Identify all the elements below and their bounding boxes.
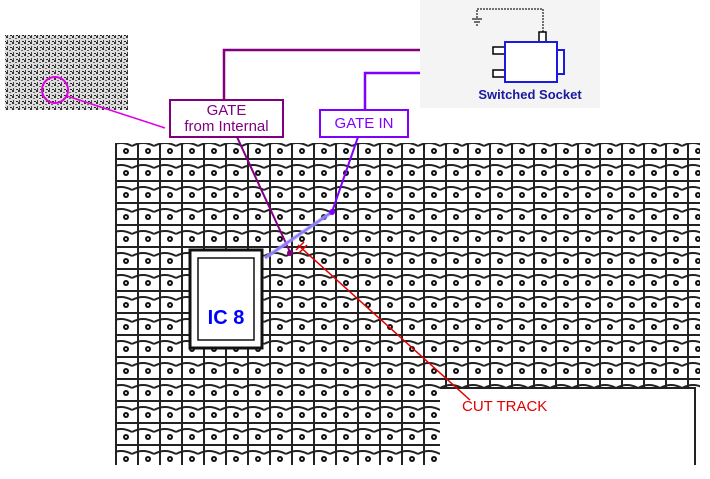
gate-in-label: GATE IN <box>334 115 394 132</box>
switched-socket <box>420 0 600 108</box>
highlight-pointer <box>66 95 166 129</box>
ic8-label: IC 8 <box>207 307 245 329</box>
highlight-circle <box>41 76 69 104</box>
cut-track-pointer <box>297 244 471 401</box>
cut-track-label: CUT TRACK <box>462 398 548 415</box>
gate-internal-wire <box>222 48 493 100</box>
gate-internal-label: GATE from Internal <box>170 103 283 135</box>
socket-label: Switched Socket <box>478 87 582 102</box>
gate-internal-box <box>169 99 284 138</box>
gate-internal-line1: GATE <box>206 102 247 119</box>
thumbnail-image <box>5 35 128 110</box>
ground-icon <box>472 18 482 26</box>
pcb-cutout <box>440 388 700 465</box>
gate-in-box <box>319 109 409 138</box>
gate-internal-line2: from Internal <box>184 118 269 135</box>
